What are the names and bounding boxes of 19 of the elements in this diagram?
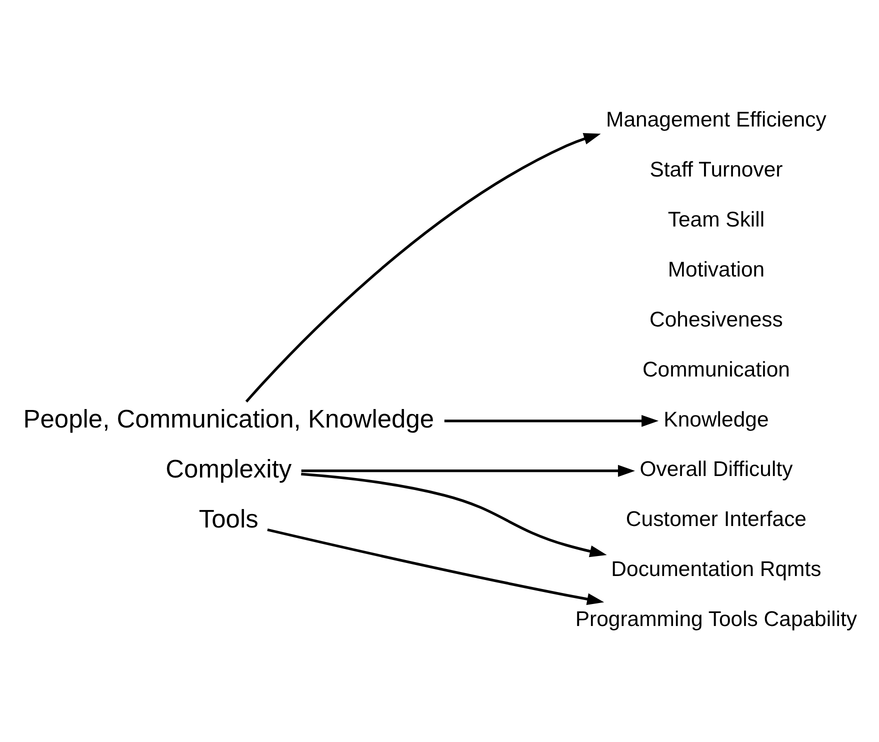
node-text: Management Efficiency: [606, 108, 826, 132]
label: Team Skill: [668, 208, 765, 232]
arrow: [267, 528, 604, 605]
label: Motivation: [668, 257, 765, 282]
arrow: [301, 464, 635, 477]
arrow: [444, 414, 659, 427]
label: Staff Turnover: [650, 158, 783, 182]
label: Communication: [642, 357, 790, 382]
arrow: [301, 472, 607, 558]
node-text: Knowledge: [664, 407, 769, 432]
node-text: Complexity: [166, 455, 292, 484]
node-text: Tools: [198, 505, 258, 534]
node-text: Programming Tools Capability: [575, 606, 858, 631]
node-text: People, Communication, Knowledge: [23, 406, 434, 434]
label: Cohesiveness: [650, 307, 783, 332]
node-text: Overall Difficulty: [640, 457, 793, 482]
label: Customer Interface: [626, 507, 807, 532]
node-text: Documentation Rqmts: [611, 557, 822, 582]
arrow: [245, 133, 601, 402]
